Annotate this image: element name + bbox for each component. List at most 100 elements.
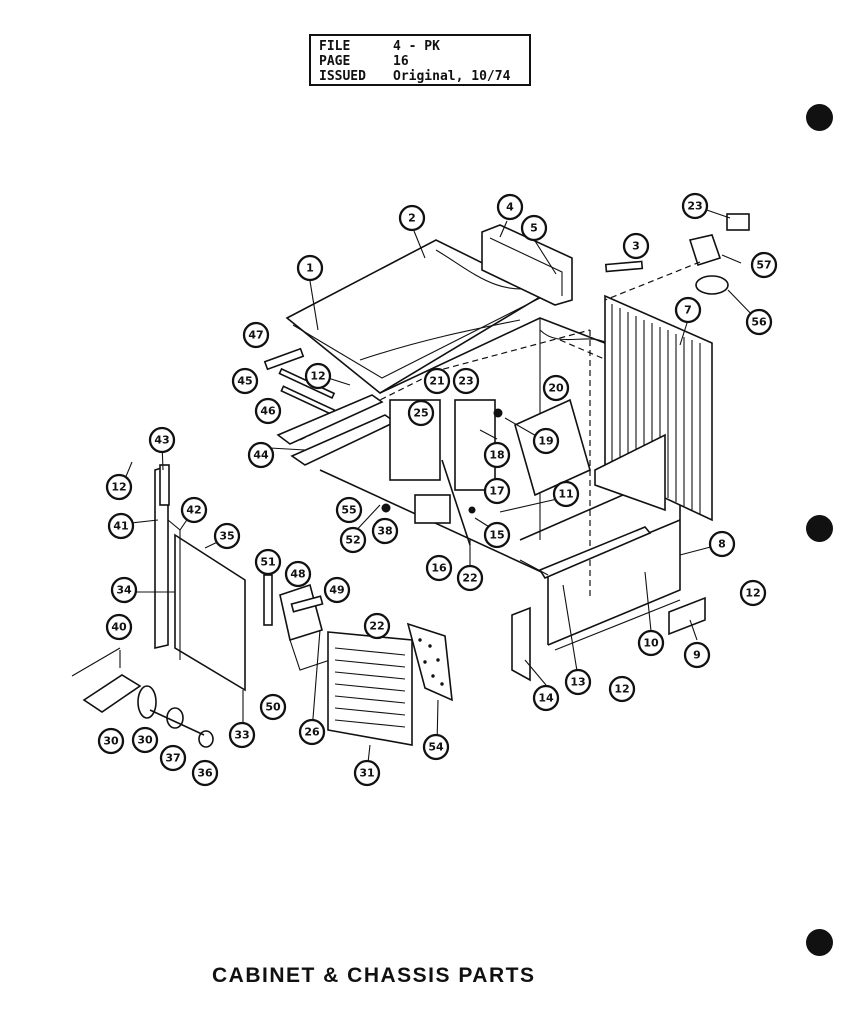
svg-text:16: 16 [431, 562, 447, 575]
svg-text:34: 34 [116, 584, 132, 597]
svg-text:44: 44 [253, 449, 269, 462]
svg-text:23: 23 [687, 200, 702, 213]
svg-text:15: 15 [489, 529, 504, 542]
callout-10: 10 [637, 629, 665, 657]
callout-14: 14 [532, 684, 560, 712]
svg-text:43: 43 [154, 434, 169, 447]
svg-text:46: 46 [260, 405, 276, 418]
callout-1: 1 [296, 254, 324, 282]
callout-18: 18 [483, 441, 511, 469]
svg-text:31: 31 [359, 767, 374, 780]
file-value: 4 - PK [393, 39, 440, 54]
svg-text:12: 12 [310, 370, 325, 383]
callout-23-top-right: 23 [681, 192, 709, 220]
callout-22-left: 22 [363, 612, 391, 640]
callout-40: 40 [105, 613, 133, 641]
svg-text:45: 45 [237, 375, 252, 388]
callout-26: 26 [298, 718, 326, 746]
callout-3: 3 [622, 232, 650, 260]
base-rail-part [519, 526, 652, 580]
page-label: PAGE [319, 54, 351, 69]
binder-hole-bottom [806, 929, 833, 956]
svg-text:19: 19 [538, 435, 553, 448]
svg-text:48: 48 [290, 568, 305, 581]
svg-text:57: 57 [756, 259, 771, 272]
svg-text:35: 35 [219, 530, 234, 543]
callout-46: 46 [254, 397, 282, 425]
callout-37: 37 [159, 744, 187, 772]
control-panel-parts [263, 574, 331, 671]
callout-33: 33 [228, 721, 256, 749]
svg-text:21: 21 [429, 375, 444, 388]
svg-text:23: 23 [458, 375, 473, 388]
svg-text:50: 50 [265, 701, 281, 714]
svg-text:11: 11 [558, 488, 573, 501]
callout-8: 8 [708, 530, 736, 558]
callout-22-lower: 22 [456, 564, 484, 592]
callout-57: 57 [750, 251, 778, 279]
callout-56: 56 [745, 308, 773, 336]
callout-9: 9 [683, 641, 711, 669]
svg-text:54: 54 [428, 741, 444, 754]
binder-hole-middle [806, 515, 833, 542]
callout-23-center: 23 [452, 367, 480, 395]
svg-text:17: 17 [489, 485, 504, 498]
callout-7: 7 [674, 296, 702, 324]
callout-54: 54 [422, 733, 450, 761]
file-label: FILE [319, 39, 351, 54]
front-trim-parts [263, 347, 397, 466]
svg-text:12: 12 [614, 683, 629, 696]
callout-50: 50 [259, 693, 287, 721]
svg-text:13: 13 [570, 676, 585, 689]
svg-text:7: 7 [684, 304, 692, 317]
callout-48: 48 [284, 560, 312, 588]
svg-text:49: 49 [329, 584, 344, 597]
callout-34: 34 [110, 576, 138, 604]
issued-label: ISSUED [319, 69, 366, 84]
callout-55: 55 [335, 496, 363, 524]
svg-text:10: 10 [643, 637, 659, 650]
callout-16: 16 [425, 554, 453, 582]
svg-text:33: 33 [234, 729, 249, 742]
callout-21: 21 [423, 367, 451, 395]
callout-15: 15 [483, 521, 511, 549]
svg-text:47: 47 [248, 329, 263, 342]
file-row: FILE 4 - PK [319, 39, 521, 54]
callout-45: 45 [231, 367, 259, 395]
callout-52: 52 [339, 526, 367, 554]
callout-12-left: 12 [105, 473, 133, 501]
svg-text:56: 56 [751, 316, 767, 329]
binder-hole-top [806, 104, 833, 131]
page-value: 16 [393, 54, 409, 69]
callout-4: 4 [496, 193, 524, 221]
air-filter-part [406, 622, 453, 702]
svg-text:20: 20 [548, 382, 564, 395]
callout-12-right: 12 [739, 579, 767, 607]
svg-text:41: 41 [113, 520, 128, 533]
svg-text:36: 36 [197, 767, 213, 780]
svg-text:55: 55 [341, 504, 356, 517]
callout-41: 41 [107, 512, 135, 540]
callout-25: 25 [407, 399, 435, 427]
callout-35: 35 [213, 522, 241, 550]
svg-text:40: 40 [111, 621, 127, 634]
callout-2: 2 [398, 204, 426, 232]
svg-text:5: 5 [530, 222, 538, 235]
control-box-parts [604, 213, 750, 301]
svg-text:8: 8 [718, 538, 726, 551]
front-grille-part [327, 631, 413, 746]
callout-5: 5 [520, 214, 548, 242]
callout-12-bottom: 12 [608, 675, 636, 703]
motor-mount-parts [71, 647, 214, 748]
svg-text:22: 22 [369, 620, 384, 633]
page-title: CABINET & CHASSIS PARTS [212, 964, 536, 987]
callout-30-left: 30 [97, 727, 125, 755]
svg-text:9: 9 [693, 649, 701, 662]
left-side-panels [154, 464, 246, 692]
svg-text:4: 4 [506, 201, 514, 214]
callout-20: 20 [542, 374, 570, 402]
filler-plate-part [668, 596, 706, 636]
callout-51: 51 [254, 548, 282, 576]
callout-12-top: 12 [304, 362, 332, 390]
